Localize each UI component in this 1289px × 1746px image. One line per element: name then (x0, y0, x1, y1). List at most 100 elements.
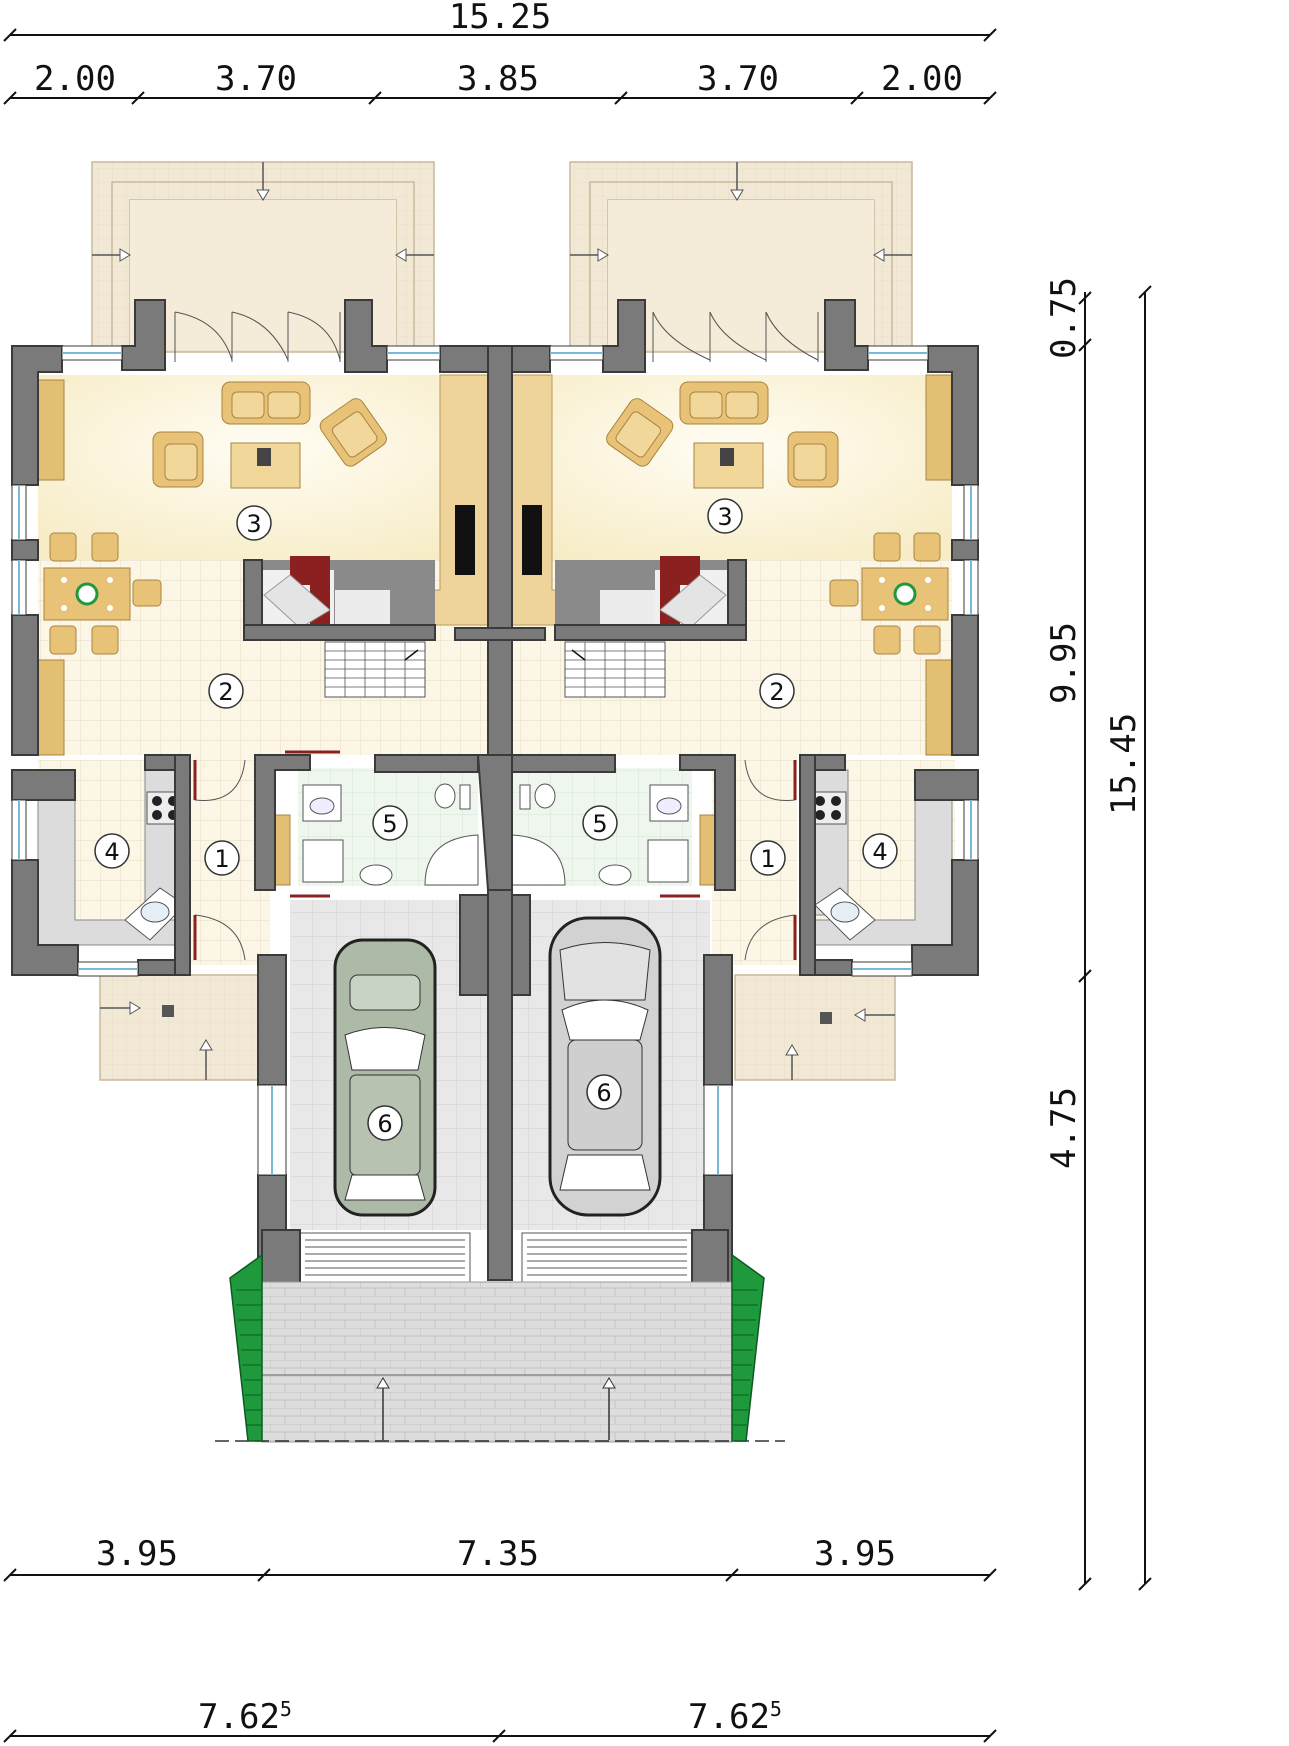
coffee-table-icon (693, 442, 764, 489)
window (963, 559, 979, 616)
washbasin-icon (359, 864, 393, 886)
armchair-icon (152, 431, 204, 488)
party-wall (454, 345, 546, 1281)
dimension-top-segment: 3.70 (215, 59, 297, 99)
chair-icon (132, 579, 162, 607)
door (744, 914, 796, 961)
dimension-bottom-segments: 3.95 7.35 3.95 (3, 1534, 997, 1582)
greenery (229, 1253, 765, 1442)
svg-text:1: 1 (760, 845, 775, 873)
dimension-top-total-label: 15.25 (449, 0, 551, 37)
sofa-icon (679, 381, 769, 425)
svg-text:5: 5 (592, 810, 607, 838)
dimension-right-segment: 4.75 (1044, 1087, 1084, 1169)
window (61, 345, 123, 361)
driveway (215, 1281, 785, 1443)
terrace-top (91, 161, 435, 353)
dimension-top-segment: 3.85 (457, 59, 539, 99)
dimension-top-total: 15.25 (3, 0, 997, 42)
armchair-icon (787, 431, 839, 488)
svg-text:3: 3 (246, 510, 261, 538)
washbasin-icon (598, 864, 632, 886)
sink-icon (649, 784, 689, 822)
door (744, 759, 796, 801)
svg-text:6: 6 (377, 1110, 392, 1138)
window (963, 799, 979, 861)
unit-right: 1 2 3 4 5 6 (510, 161, 979, 1306)
door (194, 914, 246, 961)
fireplace (455, 505, 475, 575)
svg-text:4: 4 (872, 838, 887, 866)
dimension-right-segment: 9.95 (1044, 622, 1084, 704)
coffee-table-icon (230, 442, 301, 489)
dimension-bottom-halves: 7.625 7.625 (3, 1697, 997, 1743)
svg-text:5: 5 (382, 810, 397, 838)
room-label-dining: 2 (759, 673, 795, 709)
dining-table-icon (43, 567, 131, 621)
dimension-bottom-segment: 7.35 (457, 1534, 539, 1574)
cabinet (37, 659, 65, 756)
window (386, 345, 441, 361)
dimension-right-total: 15.45 (1104, 285, 1152, 1591)
chair-icon (913, 532, 941, 562)
chair-icon (829, 579, 859, 607)
toilet-icon (519, 783, 556, 810)
window (77, 961, 139, 977)
terrace-door (174, 311, 341, 362)
dimension-bottom-half: 7.625 (688, 1697, 782, 1737)
room-label-bathroom: 5 (582, 805, 618, 841)
window (851, 961, 913, 977)
dimension-right-segments: 0.75 9.95 4.75 (1044, 277, 1092, 1591)
svg-text:4: 4 (104, 838, 119, 866)
kitchen-sink-icon (124, 887, 186, 941)
cabinet (37, 379, 65, 481)
shower-icon (647, 839, 689, 883)
window (11, 559, 27, 616)
sink-icon (302, 784, 342, 822)
dimension-bottom-segment: 3.95 (814, 1534, 896, 1574)
room-label-dining: 2 (208, 673, 244, 709)
car-icon (333, 938, 437, 1217)
svg-text:6: 6 (596, 1079, 611, 1107)
chair-icon (49, 532, 77, 562)
room-label-living: 3 (707, 498, 743, 534)
dining-table-icon (861, 567, 949, 621)
window (703, 1084, 733, 1176)
armchair-icon (606, 398, 674, 467)
window (11, 484, 27, 541)
door (194, 759, 246, 801)
sofa-icon (221, 381, 311, 425)
chair-icon (873, 532, 901, 562)
terrace-side (734, 974, 896, 1081)
dimension-top-segment: 2.00 (34, 59, 116, 99)
window (11, 799, 27, 861)
dimension-bottom-half: 7.625 (198, 1697, 292, 1737)
kitchen-sink-icon (814, 887, 876, 941)
shower-icon (302, 839, 344, 883)
chair-icon (91, 625, 119, 655)
room-label-garage: 6 (367, 1105, 403, 1141)
window (257, 1084, 287, 1176)
dimension-top-segment: 2.00 (881, 59, 963, 99)
chair-icon (873, 625, 901, 655)
cabinet (925, 374, 953, 481)
armchair-icon (319, 398, 387, 467)
toilet-icon (434, 783, 471, 810)
dimension-bottom-segment: 3.95 (96, 1534, 178, 1574)
terrace-door (652, 311, 819, 362)
room-label-living: 3 (236, 505, 272, 541)
unit-left: 1 2 3 4 5 6 (11, 161, 490, 1306)
room-label-bathroom: 5 (372, 805, 408, 841)
fireplace (522, 505, 542, 575)
window (963, 484, 979, 541)
room-label-kitchen: 4 (862, 833, 898, 869)
car-icon (548, 916, 662, 1217)
dimension-right-segment: 0.75 (1044, 277, 1084, 359)
svg-text:2: 2 (218, 678, 233, 706)
svg-text:3: 3 (717, 503, 732, 531)
dimension-right-total-label: 15.45 (1104, 713, 1144, 815)
chair-icon (49, 625, 77, 655)
room-label-hall: 1 (204, 840, 240, 876)
room-label-kitchen: 4 (94, 833, 130, 869)
